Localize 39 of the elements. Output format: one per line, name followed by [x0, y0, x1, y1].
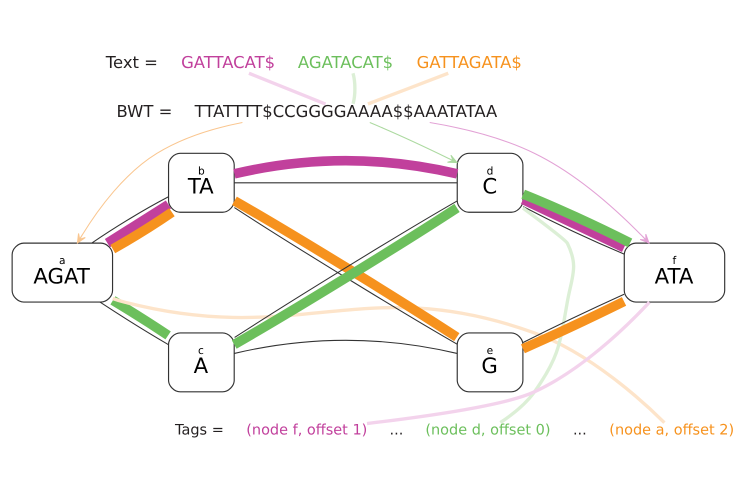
- connector: [520, 296, 626, 353]
- label: Text =: [106, 52, 158, 72]
- connector: [248, 71, 326, 106]
- node-text: (node a, offset 2): [609, 422, 734, 438]
- connector: [104, 200, 171, 247]
- node-box: d C: [456, 152, 524, 212]
- node-box: e G: [456, 332, 524, 392]
- connector: [522, 206, 624, 254]
- connector: [110, 296, 171, 339]
- node-text: GATTACAT$: [181, 52, 276, 72]
- connector: [112, 296, 666, 424]
- node-text: TTATTTT$CCGGGGAAAA$$AAATATAA: [194, 102, 498, 121]
- arrow: [430, 122, 650, 244]
- arrow: [76, 121, 243, 243]
- connector: [233, 155, 458, 178]
- arrow: [370, 122, 458, 163]
- connector: [522, 293, 624, 342]
- label: Tags =: [175, 422, 224, 438]
- connector: [234, 339, 458, 354]
- label: BWT =: [116, 102, 172, 121]
- connector: [234, 182, 458, 183]
- label: ...: [572, 422, 587, 438]
- node-box: c A: [168, 332, 235, 392]
- node-box: b TA: [168, 152, 235, 212]
- connector: [91, 196, 169, 244]
- node-text: (node d, offset 0): [425, 422, 551, 438]
- node-text: GATTAGATA$: [416, 52, 522, 72]
- node-text: AGATACAT$: [298, 52, 394, 72]
- connector: [110, 208, 175, 253]
- node-box: a AGAT: [12, 242, 114, 302]
- node-box: f ATA: [624, 242, 726, 302]
- label: ...: [390, 422, 404, 438]
- connector: [499, 206, 576, 424]
- connector: [366, 300, 651, 425]
- node-text: (node f, offset 1): [246, 422, 368, 438]
- connector: [521, 189, 632, 247]
- connector: [351, 72, 357, 104]
- connector: [367, 71, 449, 106]
- connector: [100, 301, 169, 344]
